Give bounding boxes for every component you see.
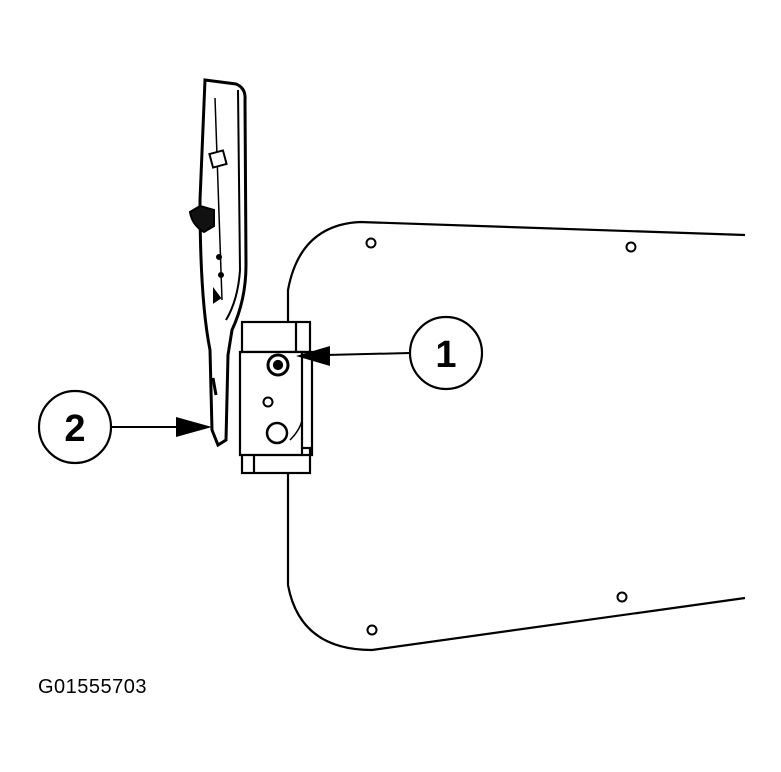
panel-hole [616,591,628,603]
callout-2: 2 [37,389,212,465]
hinge-assembly [238,320,314,475]
panel-hole [365,237,377,249]
panel-hole [625,241,637,253]
figure-id: G01555703 [38,676,148,698]
callout-1: 1 [296,315,484,391]
pillar-bracket [188,78,248,448]
callout-2-label: 2 [64,408,85,450]
door-panel-outline [286,220,746,652]
callout-1-label: 1 [435,334,456,376]
panel-hole [366,624,378,636]
